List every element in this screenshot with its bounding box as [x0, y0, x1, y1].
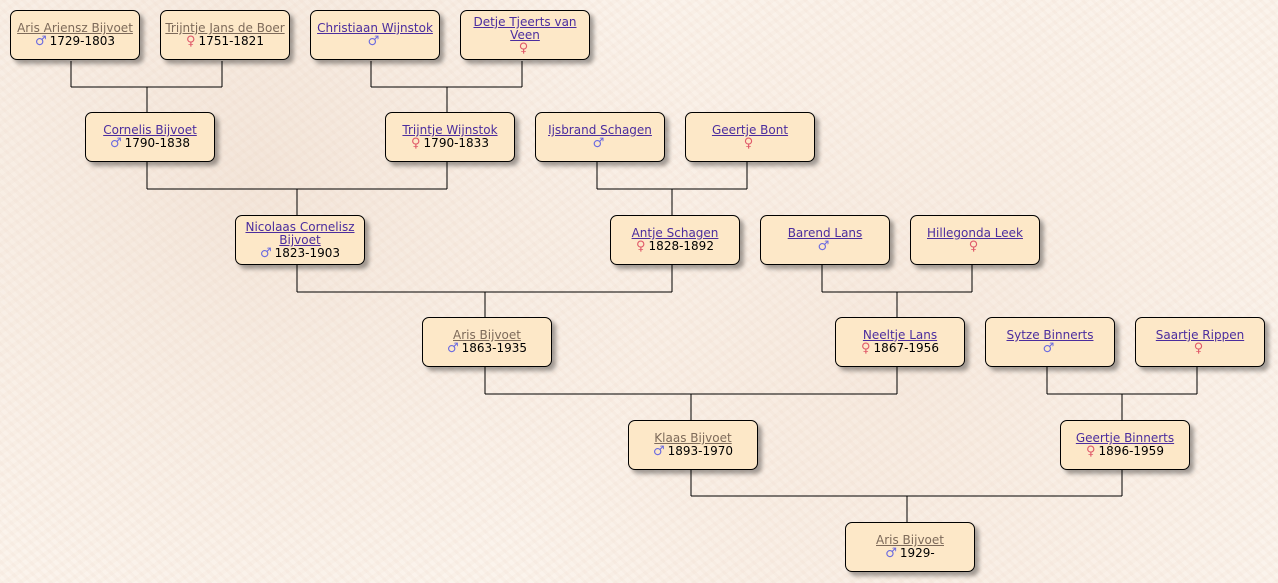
person-dates: 1729-1803: [49, 34, 116, 48]
person-box-barend-lans: Barend Lans ♂: [760, 215, 890, 265]
person-box-detje-tjeerts-van-veen: Detje Tjeerts van Veen ♀: [460, 10, 590, 60]
person-name-link[interactable]: Hillegonda Leek: [927, 226, 1023, 240]
male-icon: ♂: [446, 341, 459, 356]
person-dates: 1790-1833: [423, 136, 489, 150]
person-dates: 1790-1838: [124, 136, 191, 150]
person-name-link[interactable]: Geertje Bont: [711, 123, 789, 137]
person-name-link[interactable]: Trijntje Wijnstok: [402, 123, 498, 137]
person-name-link[interactable]: Ijsbrand Schagen: [548, 123, 652, 137]
person-box-geertje-binnerts: Geertje Binnerts ♀1896-1959: [1060, 420, 1190, 470]
person-dates: 1893-1970: [667, 444, 734, 458]
person-box-aris-bijvoet-1863: Aris Bijvoet ♂1863-1935: [422, 317, 552, 367]
person-box-antje-schagen: Antje Schagen ♀1828-1892: [610, 215, 740, 265]
person-name-link[interactable]: Trijntje Jans de Boer: [165, 21, 285, 35]
person-dates: 1828-1892: [648, 239, 714, 253]
person-name-link[interactable]: Detje Tjeerts van Veen: [473, 15, 577, 42]
person-box-geertje-bont: Geertje Bont ♀: [685, 112, 815, 162]
male-icon: ♂: [592, 136, 605, 151]
person-name-link[interactable]: Cornelis Bijvoet: [103, 123, 197, 137]
male-icon: ♂: [1042, 341, 1055, 356]
female-icon: ♀: [186, 34, 196, 49]
person-name-link[interactable]: Neeltje Lans: [862, 328, 938, 342]
person-name-link[interactable]: Saartje Rippen: [1155, 328, 1245, 342]
person-dates: 1823-1903: [274, 246, 341, 260]
person-box-trijntje-wijnstok: Trijntje Wijnstok ♀1790-1833: [385, 112, 515, 162]
male-icon: ♂: [259, 246, 272, 261]
person-name-link[interactable]: Christiaan Wijnstok: [317, 21, 433, 35]
person-name-link[interactable]: Barend Lans: [787, 226, 863, 240]
female-icon: ♀: [636, 239, 646, 254]
person-box-sytze-binnerts: Sytze Binnerts ♂: [985, 317, 1115, 367]
person-dates: 1863-1935: [461, 341, 528, 355]
person-box-christiaan-wijnstok: Christiaan Wijnstok ♂: [310, 10, 440, 60]
female-icon: ♀: [968, 239, 979, 254]
person-box-hillegonda-leek: Hillegonda Leek ♀: [910, 215, 1040, 265]
person-box-neeltje-lans: Neeltje Lans ♀1867-1956: [835, 317, 965, 367]
male-icon: ♂: [34, 34, 47, 49]
person-box-saartje-rippen: Saartje Rippen ♀: [1135, 317, 1265, 367]
person-box-ijsbrand-schagen: Ijsbrand Schagen ♂: [535, 112, 665, 162]
male-icon: ♂: [817, 239, 830, 254]
female-icon: ♀: [1086, 444, 1096, 459]
person-box-aris-bijvoet-1929: Aris Bijvoet ♂1929-: [845, 522, 975, 572]
person-name-link[interactable]: Aris Bijvoet: [453, 328, 521, 342]
person-name-link[interactable]: Geertje Binnerts: [1075, 431, 1175, 445]
person-dates: 1929-: [899, 546, 935, 560]
person-name-link[interactable]: Klaas Bijvoet: [654, 431, 732, 445]
female-icon: ♀: [518, 41, 529, 56]
person-dates: 1867-1956: [873, 341, 939, 355]
male-icon: ♂: [885, 546, 897, 561]
person-box-nicolaas-cornelisz-bijvoet: Nicolaas Cornelisz Bijvoet ♂1823-1903: [235, 215, 365, 265]
person-dates: 1751-1821: [198, 34, 264, 48]
male-icon: ♂: [109, 136, 122, 151]
male-icon: ♂: [367, 34, 380, 49]
person-box-aris-ariensz-bijvoet: Aris Ariensz Bijvoet ♂1729-1803: [10, 10, 140, 60]
person-name-link[interactable]: Aris Ariensz Bijvoet: [17, 21, 133, 35]
person-name-link[interactable]: Sytze Binnerts: [1006, 328, 1094, 342]
person-box-trijntje-jans-de-boer: Trijntje Jans de Boer ♀1751-1821: [160, 10, 290, 60]
female-icon: ♀: [1193, 341, 1204, 356]
male-icon: ♂: [652, 444, 665, 459]
person-name-link[interactable]: Antje Schagen: [631, 226, 719, 240]
person-box-cornelis-bijvoet: Cornelis Bijvoet ♂1790-1838: [85, 112, 215, 162]
person-name-link[interactable]: Aris Bijvoet: [876, 533, 944, 547]
female-icon: ♀: [743, 136, 754, 151]
person-name-link[interactable]: Nicolaas Cornelisz Bijvoet: [245, 220, 355, 247]
female-icon: ♀: [861, 341, 871, 356]
person-dates: 1896-1959: [1098, 444, 1164, 458]
female-icon: ♀: [411, 136, 421, 151]
person-box-klaas-bijvoet: Klaas Bijvoet ♂1893-1970: [628, 420, 758, 470]
